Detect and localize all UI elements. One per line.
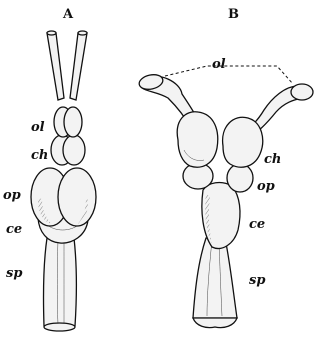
panel-b-label-ce: ce xyxy=(249,217,265,232)
panel-b-label-op: op xyxy=(257,179,275,194)
panel-b-olfactory-leader-line xyxy=(165,66,293,84)
panel-b-spinal-cord xyxy=(193,238,237,328)
panel-b-cerebral-hemispheres xyxy=(177,112,262,167)
panel-b-label-ch: ch xyxy=(264,152,281,167)
panel-a-label-ch: ch xyxy=(31,148,48,163)
panel-b-olfactory-nerves xyxy=(138,73,313,136)
panel-a-olfactory-nerves xyxy=(47,31,87,100)
panel-a-label-ol: ol xyxy=(31,120,45,135)
panel-a: A xyxy=(3,7,96,331)
panel-a-spinal-cord xyxy=(43,238,76,331)
panel-b-cerebellum xyxy=(202,183,240,249)
panel-a-cerebral-hemispheres xyxy=(51,135,85,165)
panel-a-label-ce: ce xyxy=(6,222,22,237)
panel-a-optic-lobes xyxy=(31,168,96,226)
panel-a-label-sp: sp xyxy=(6,266,22,281)
panel-b-letter: B xyxy=(228,7,239,22)
panel-b-label-ol: ol xyxy=(212,57,226,72)
panel-b: B xyxy=(138,7,313,328)
panel-b-label-sp: sp xyxy=(249,273,265,288)
panel-a-letter: A xyxy=(62,7,74,22)
panel-a-olfactory-lobes xyxy=(54,107,82,137)
panel-a-label-op: op xyxy=(3,188,21,203)
